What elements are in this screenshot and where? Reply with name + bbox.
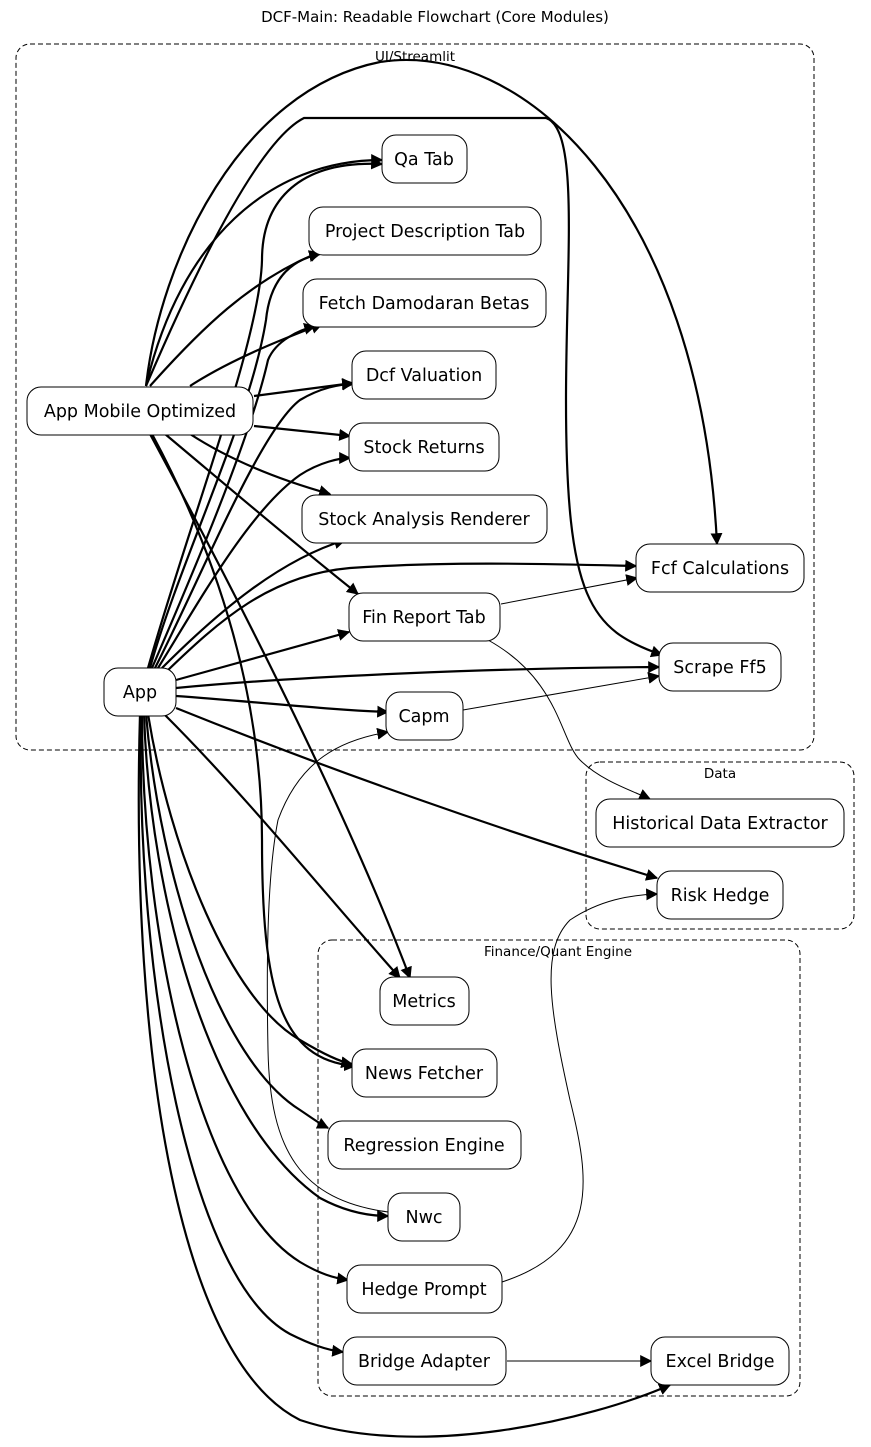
node-label: Fin Report Tab — [362, 608, 486, 628]
edge-app-to-news-fetcher — [146, 713, 354, 1069]
edge-app-to-nwc — [142, 713, 390, 1222]
edge-app-mobile-optimized-to-fin-report-tab — [164, 433, 359, 595]
node-label: Historical Data Extractor — [612, 814, 828, 834]
node-dcf-valuation[interactable]: Dcf Valuation — [351, 350, 497, 400]
edge-fin-report-tab-to-historical-data-extractor — [487, 639, 652, 801]
node-app[interactable]: App — [103, 667, 177, 717]
node-nwc[interactable]: Nwc — [387, 1192, 461, 1242]
cluster-label: Data — [704, 766, 736, 782]
cluster-finance-quant-engine: Finance/Quant Engine — [317, 939, 801, 1397]
node-label: Regression Engine — [343, 1136, 504, 1156]
edge-app-to-metrics — [163, 713, 401, 979]
nodes: Qa Tab Project Description Tab Fetch Dam… — [26, 134, 845, 1386]
node-metrics[interactable]: Metrics — [379, 976, 470, 1026]
cluster-data: Data — [585, 761, 855, 930]
edge-app-to-capm — [175, 694, 390, 718]
edge-app-to-hedge-prompt — [140, 713, 350, 1285]
edge-app-mobile-optimized-to-metrics — [149, 433, 412, 980]
node-label: Metrics — [392, 992, 456, 1012]
node-label: Nwc — [405, 1208, 442, 1228]
node-label: Project Description Tab — [325, 222, 525, 242]
edge-app-mobile-optimized-to-qa-tab — [144, 154, 384, 387]
node-regression-engine[interactable]: Regression Engine — [327, 1120, 522, 1170]
node-label: Stock Returns — [363, 438, 484, 458]
node-stock-returns[interactable]: Stock Returns — [348, 422, 500, 472]
node-excel-bridge[interactable]: Excel Bridge — [650, 1336, 790, 1386]
node-label: Capm — [398, 707, 449, 727]
node-label: Risk Hedge — [671, 886, 770, 906]
edge-app-to-excel-bridge — [137, 713, 672, 1438]
node-label: Dcf Valuation — [366, 366, 482, 386]
cluster-label: UI/Streamlit — [375, 49, 455, 65]
node-label: Scrape Ff5 — [673, 658, 766, 678]
edge-capm-to-scrape-ff5 — [462, 671, 661, 711]
edge-app-mobile-optimized-to-fcf-calculations — [144, 59, 723, 546]
node-stock-analysis-renderer[interactable]: Stock Analysis Renderer — [301, 494, 548, 544]
edge-app-mobile-optimized-to-fetch-damodaran-betas — [189, 322, 324, 387]
node-label: Stock Analysis Renderer — [318, 510, 530, 530]
node-label: Excel Bridge — [666, 1352, 775, 1372]
node-hedge-prompt[interactable]: Hedge Prompt — [346, 1264, 503, 1314]
diagram-title: DCF-Main: Readable Flowchart (Core Modul… — [261, 8, 609, 26]
edge-app-to-fetch-damodaran-betas — [150, 322, 317, 669]
node-app-mobile-optimized[interactable]: App Mobile Optimized — [26, 386, 254, 436]
node-label: App Mobile Optimized — [44, 402, 236, 422]
edge-app-to-fin-report-tab — [175, 629, 351, 682]
edge-app-mobile-optimized-to-stock-returns — [253, 424, 352, 441]
edge-app-to-scrape-ff5 — [175, 661, 661, 690]
edges — [137, 59, 723, 1438]
edge-app-to-risk-hedge — [175, 706, 659, 881]
node-scrape-ff5[interactable]: Scrape Ff5 — [658, 642, 782, 692]
edge-app-to-qa-tab — [146, 157, 384, 669]
node-label: Bridge Adapter — [358, 1352, 491, 1372]
node-project-description-tab[interactable]: Project Description Tab — [308, 206, 542, 256]
node-fetch-damodaran-betas[interactable]: Fetch Damodaran Betas — [302, 278, 547, 328]
node-label: App — [123, 683, 157, 703]
node-label: News Fetcher — [365, 1064, 484, 1084]
node-label: Fcf Calculations — [651, 559, 789, 579]
edge-app-to-project-description-tab — [148, 250, 322, 669]
node-label: Qa Tab — [394, 150, 454, 170]
edge-fin-report-tab-to-fcf-calculations — [500, 574, 639, 605]
node-capm[interactable]: Capm — [385, 691, 464, 741]
node-fin-report-tab[interactable]: Fin Report Tab — [348, 592, 501, 642]
cluster-label: Finance/Quant Engine — [484, 944, 632, 960]
node-label: Fetch Damodaran Betas — [319, 294, 530, 314]
node-news-fetcher[interactable]: News Fetcher — [351, 1048, 498, 1098]
edge-app-to-fcf-calculations — [165, 559, 638, 673]
edge-hedge-prompt-to-risk-hedge — [501, 888, 659, 1283]
node-fcf-calculations[interactable]: Fcf Calculations — [635, 543, 805, 593]
node-bridge-adapter[interactable]: Bridge Adapter — [342, 1336, 507, 1386]
edge-app-mobile-optimized-to-scrape-ff5 — [144, 116, 664, 658]
edge-app-to-regression-engine — [144, 713, 330, 1129]
edge-app-to-stock-returns — [157, 452, 352, 669]
node-label: Hedge Prompt — [361, 1280, 486, 1300]
edge-nwc-to-capm — [266, 727, 390, 1213]
edge-app-mobile-optimized-to-stock-analysis-renderer — [189, 433, 332, 497]
node-qa-tab[interactable]: Qa Tab — [381, 134, 468, 184]
edge-app-to-stock-analysis-renderer — [161, 537, 347, 669]
edge-app-mobile-optimized-to-news-fetcher — [151, 433, 357, 1072]
edge-app-to-dcf-valuation — [154, 378, 355, 669]
edge-app-to-bridge-adapter — [139, 713, 345, 1357]
node-historical-data-extractor[interactable]: Historical Data Extractor — [595, 798, 845, 848]
node-risk-hedge[interactable]: Risk Hedge — [656, 870, 784, 920]
